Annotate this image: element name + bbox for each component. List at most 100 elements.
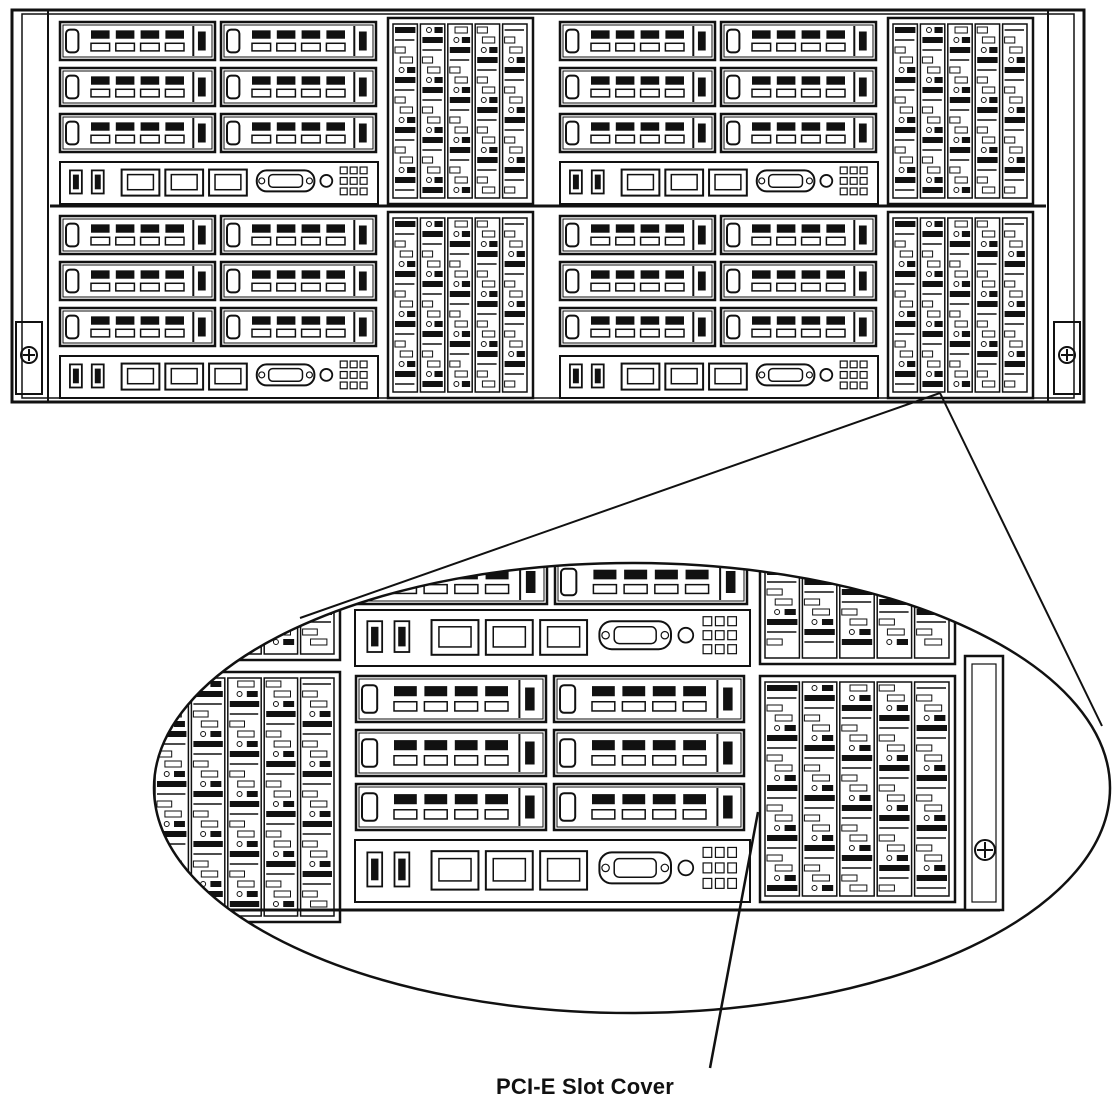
usb-port-icon [69,169,83,195]
lan-port-icon [164,168,205,197]
drive-tray [354,728,548,778]
drive-tray [719,214,878,256]
pci-e-slot-cover [154,670,342,924]
callout-leader-line [708,811,760,1069]
screw-icon [20,346,38,364]
lan-port-icon [164,362,205,391]
drive-tray [558,260,717,302]
usb-port-icon [590,363,605,389]
drive-tray [353,563,549,606]
usb-port-icon [69,363,83,389]
vga-port-icon [755,169,816,193]
power-button-icon [819,174,834,188]
drive-tray [558,20,717,62]
lan-port-icon [708,168,748,197]
pci-e-slot-cover [886,210,1035,400]
drive-tray [719,20,878,62]
screw-icon [974,839,996,861]
power-button-icon [677,859,695,877]
usb-port-icon [393,620,411,653]
io-panel [354,839,751,903]
pci-e-slot-cover [758,674,957,904]
lan-port-icon [620,168,661,197]
drive-tray [58,112,217,154]
drive-tray [354,782,548,832]
pci-e-slot-cover [386,16,535,206]
drive-tray [58,214,217,256]
drive-tray [58,20,217,62]
vga-port-icon [755,363,816,387]
usb-port-icon [90,169,105,195]
chassis-ear [963,654,1005,912]
power-button-icon [677,626,695,644]
lan-port-icon [539,619,589,656]
drive-tray [219,306,378,348]
drive-tray [219,260,378,302]
drive-tray [558,306,717,348]
drive-tray [719,260,878,302]
lan-port-icon [208,362,248,391]
drive-tray [219,20,378,62]
lan-port-icon [120,168,161,197]
server-nodes [58,16,1035,400]
lan-port-icon [484,850,534,891]
drive-tray [719,306,878,348]
lan-port-icon [430,850,480,891]
io-panel [59,161,379,205]
drive-tray [552,782,746,832]
pci-e-slot-cover-label: PCI-E Slot Cover [495,1074,674,1099]
drive-tray [219,214,378,256]
lan-port-icon [664,362,705,391]
usb-port-icon [366,620,384,653]
drive-tray [219,66,378,108]
vga-port-icon [598,851,672,885]
power-button-icon [819,368,834,382]
server-node [58,16,535,206]
drive-tray [553,563,749,606]
pci-e-slot-cover [386,210,535,400]
drive-tray [558,66,717,108]
io-panel [59,355,379,399]
screw-icon [1058,346,1076,364]
lan-port-icon [484,619,534,656]
drive-tray [58,260,217,302]
vga-port-icon [255,363,316,387]
usb-port-icon [90,363,105,389]
drive-tray [719,66,878,108]
chassis [10,8,1086,404]
vga-port-icon [598,620,672,651]
lan-port-icon [708,362,748,391]
vga-port-icon [255,169,316,193]
power-button-icon [319,174,334,188]
server-node [58,210,535,400]
drive-tray [58,306,217,348]
magnified-view [152,561,1112,1015]
drive-tray [558,112,717,154]
lan-port-icon [120,362,161,391]
drive-tray [552,728,746,778]
io-panel [354,609,751,667]
usb-port-icon [569,363,583,389]
usb-port-icon [590,169,605,195]
usb-port-icon [393,851,411,888]
lan-port-icon [620,362,661,391]
lan-port-icon [208,168,248,197]
power-button-icon [319,368,334,382]
pci-e-slot-cover [154,563,342,662]
zoom-callout-lines [299,392,1103,727]
drive-tray [354,674,548,724]
usb-port-icon [569,169,583,195]
drive-tray [552,674,746,724]
io-panel [559,161,879,205]
usb-port-icon [366,851,384,888]
drive-tray [58,66,217,108]
server-node [558,16,1035,206]
drive-tray [219,112,378,154]
lan-port-icon [539,850,589,891]
server-node [558,210,1035,400]
drive-tray [719,112,878,154]
io-panel [559,355,879,399]
pci-e-slot-cover [886,16,1035,206]
drive-tray [558,214,717,256]
